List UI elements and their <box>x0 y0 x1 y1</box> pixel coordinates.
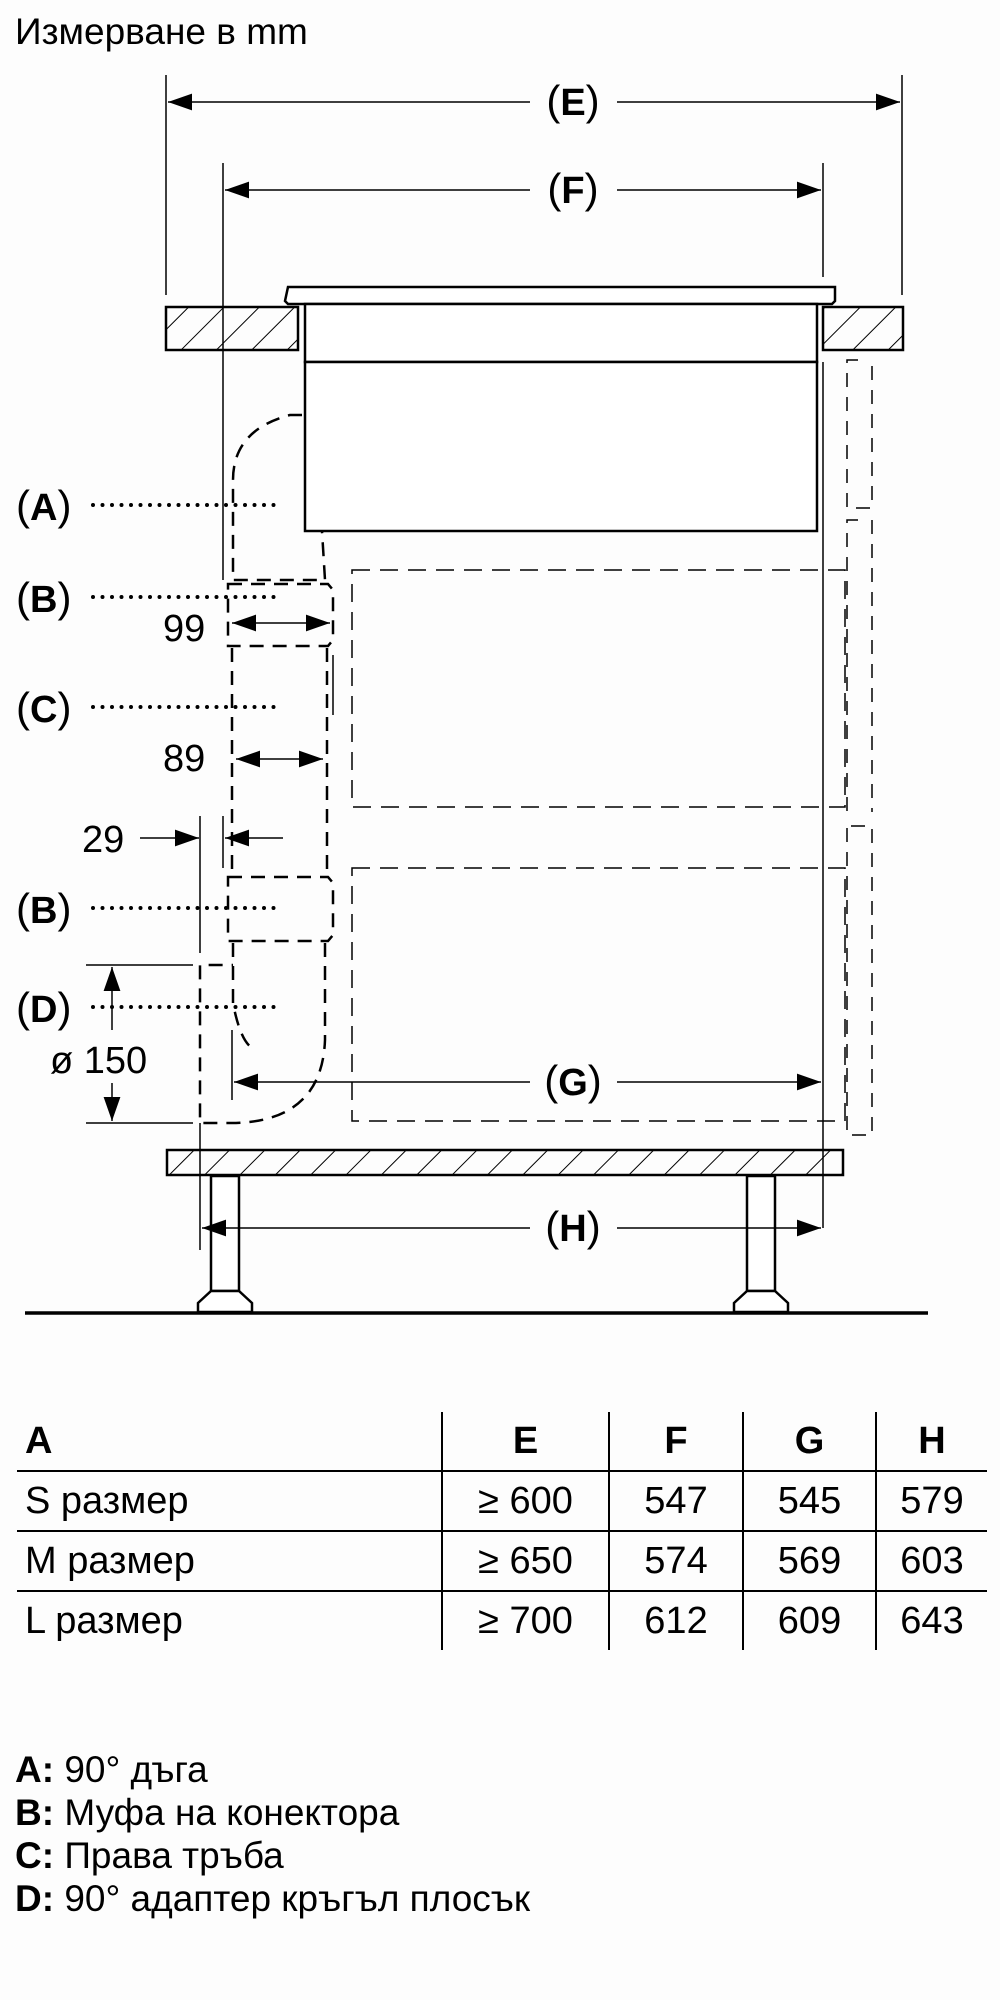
dimension-h-label: (H) <box>545 1203 600 1250</box>
legend-item: A: 90° дъга <box>15 1749 208 1790</box>
callout-d: (D) <box>16 984 71 1031</box>
cabinet-legs <box>196 1174 790 1314</box>
legend-item: B: Муфа на конектора <box>15 1792 400 1833</box>
header-h: H <box>875 1412 987 1472</box>
installation-drawing: (E) (F) <box>16 75 928 1315</box>
side-panel-dashed <box>846 359 873 1136</box>
table-row: M размер ≥ 650 574 569 603 <box>17 1531 987 1592</box>
cell-f: 612 <box>608 1591 743 1650</box>
part-callouts: (A) (B) (C) (B) (D) <box>16 482 71 1031</box>
cooktop <box>283 285 837 533</box>
worktop-right-section <box>821 305 905 352</box>
cell-h: 603 <box>875 1531 987 1592</box>
lower-drawer <box>351 867 846 1122</box>
dimension-e-label: (E) <box>546 77 599 124</box>
dimension-diameter: ø 150 <box>50 1040 147 1082</box>
worktop-left-section <box>164 305 300 352</box>
page-title: Измерване в mm <box>15 11 308 52</box>
cell-e: ≥ 650 <box>441 1531 609 1592</box>
cell-h: 579 <box>875 1471 987 1532</box>
cell-e: ≥ 600 <box>441 1471 609 1532</box>
dimension-h: (H) <box>202 1203 821 1250</box>
cell-h: 643 <box>875 1591 987 1650</box>
callout-b: (B) <box>16 574 71 621</box>
dimension-f-label: (F) <box>547 165 598 212</box>
cell-g: 569 <box>742 1531 876 1592</box>
callout-a: (A) <box>16 482 71 529</box>
dimension-f: (F) <box>222 163 824 580</box>
cell-e: ≥ 700 <box>441 1591 609 1650</box>
cell-g: 545 <box>742 1471 876 1532</box>
dimension-g-label: (G) <box>544 1057 602 1104</box>
dimensions-table: A E F G H S размер ≥ 600 547 545 579 M р… <box>17 1412 987 1650</box>
cell-f: 574 <box>608 1531 743 1592</box>
header-size: A <box>17 1412 442 1472</box>
table-header-row: A E F G H <box>17 1412 987 1472</box>
header-e: E <box>441 1412 609 1472</box>
table-row: L размер ≥ 700 612 609 643 <box>17 1591 987 1650</box>
cell-size: L размер <box>25 1600 183 1642</box>
dimension-g: (G) <box>231 1030 821 1104</box>
legend-item: C: Права тръба <box>15 1835 284 1876</box>
legend-item: D: 90° адаптер кръгъл плосък <box>15 1878 531 1919</box>
upper-drawer <box>351 569 846 808</box>
table-row: S размер ≥ 600 547 545 579 <box>17 1471 987 1532</box>
dimension-89: 89 <box>163 738 205 780</box>
dimension-29: 29 <box>82 819 124 861</box>
parts-legend: A: 90° дъга B: Муфа на конектора C: Прав… <box>15 1748 530 1920</box>
callout-c: (C) <box>16 684 71 731</box>
cell-f: 547 <box>608 1471 743 1532</box>
dimension-99: 99 <box>163 608 205 650</box>
cell-size: M размер <box>17 1531 442 1592</box>
header-f: F <box>608 1412 743 1472</box>
callout-b-lower: (B) <box>16 885 71 932</box>
callout-leaders <box>91 503 277 1009</box>
cell-g: 609 <box>742 1591 876 1650</box>
cell-size: S размер <box>17 1471 442 1532</box>
dimension-e: (E) <box>165 75 903 295</box>
cabinet-base <box>165 1148 845 1177</box>
header-g: G <box>742 1412 876 1472</box>
